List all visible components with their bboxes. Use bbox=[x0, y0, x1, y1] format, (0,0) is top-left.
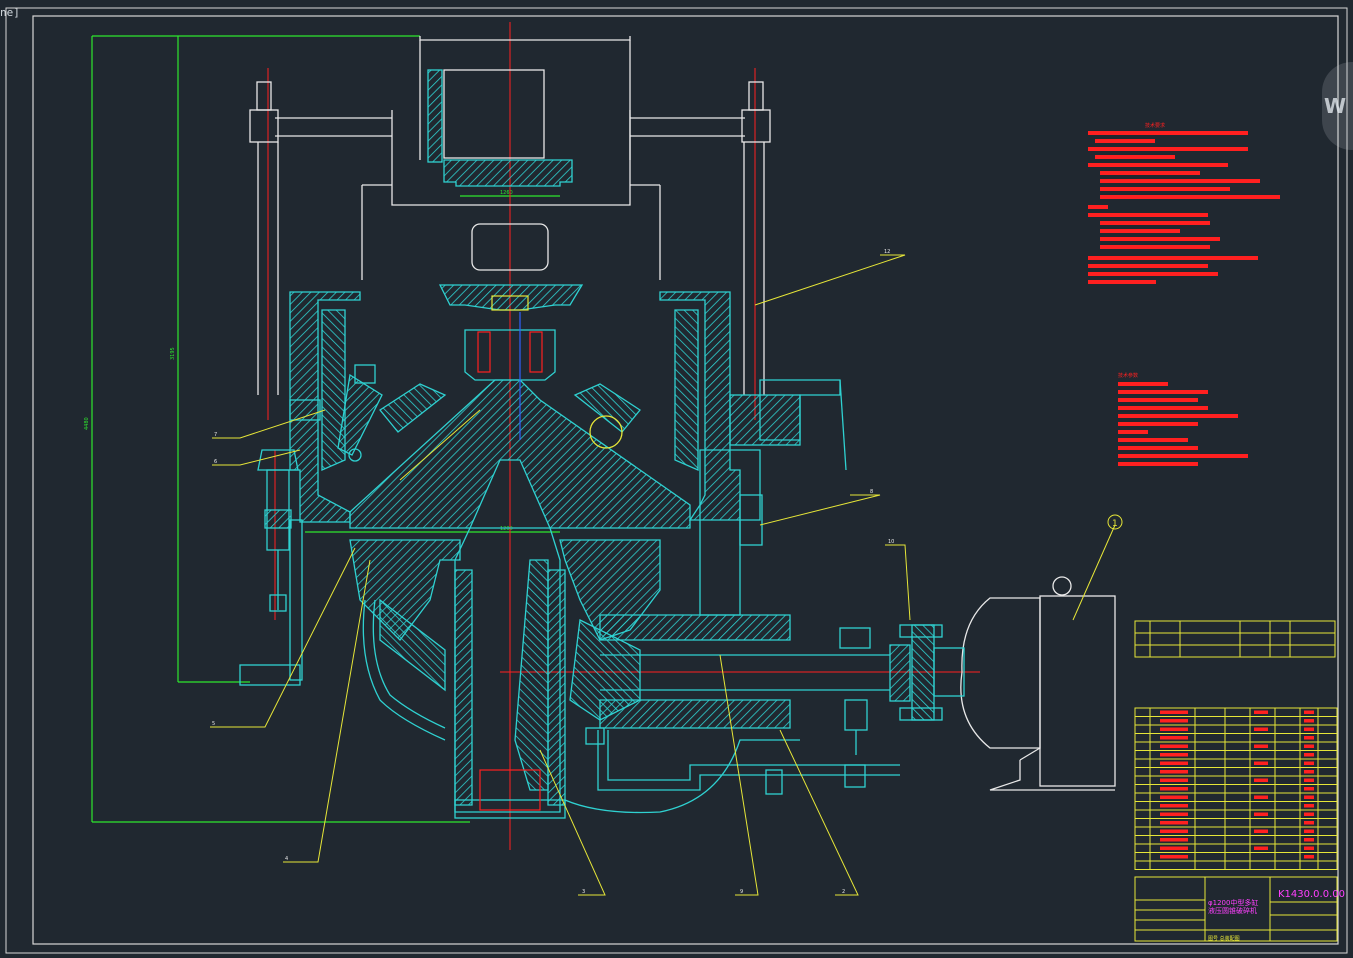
callout-3: 3 bbox=[582, 889, 585, 895]
bom-table bbox=[1134, 707, 1338, 870]
callout-5: 5 bbox=[212, 721, 215, 727]
dim-feed-opening: 1260 bbox=[500, 190, 513, 196]
bom-cell-mark bbox=[1254, 795, 1268, 799]
bom-cell-mark bbox=[1254, 710, 1268, 714]
bom-cell-mark bbox=[1304, 744, 1314, 748]
bom-cell-mark bbox=[1254, 829, 1268, 833]
bom-cell-mark bbox=[1160, 838, 1188, 842]
callout-4: 4 bbox=[285, 856, 288, 862]
window-title-fragment: ne] bbox=[0, 6, 20, 19]
bom-cell-mark bbox=[1160, 829, 1188, 833]
bom-cell-mark bbox=[1304, 804, 1314, 808]
bom-cell-mark bbox=[1304, 770, 1314, 774]
callout-1-balloon: 1 bbox=[1107, 514, 1123, 530]
bom-cell-mark bbox=[1304, 753, 1314, 757]
bom-cell-mark bbox=[1160, 719, 1188, 723]
dim-overall-height: 4480 bbox=[84, 417, 90, 430]
bom-frame bbox=[1134, 707, 1338, 870]
dimension-lines bbox=[91, 35, 560, 823]
callout-1: 1 bbox=[1112, 519, 1118, 529]
callout-7: 7 bbox=[214, 432, 217, 438]
bom-cell-mark bbox=[1160, 778, 1188, 782]
bom-cell-mark bbox=[1304, 812, 1314, 816]
drawing-number: K1430.0.0.00 bbox=[1278, 889, 1345, 900]
bom-cell-mark bbox=[1160, 770, 1188, 774]
bom-cell-mark bbox=[1304, 778, 1314, 782]
bom-cell-mark bbox=[1254, 727, 1268, 731]
bom-cell-mark bbox=[1254, 778, 1268, 782]
specs-header: 技术参数 bbox=[1118, 372, 1138, 379]
callout-6: 6 bbox=[214, 459, 217, 465]
bom-cell-mark bbox=[1304, 787, 1314, 791]
drawing-title-line1: φ1200中型多缸 bbox=[1208, 898, 1258, 907]
bom-cell-mark bbox=[1160, 761, 1188, 765]
callout-12: 12 bbox=[884, 249, 890, 255]
callout-10: 10 bbox=[888, 539, 894, 545]
inner-frame bbox=[32, 15, 1339, 945]
bom-cell-mark bbox=[1304, 829, 1314, 833]
outer-frame bbox=[5, 7, 1348, 954]
bom-cell-mark bbox=[1160, 812, 1188, 816]
technical-parameters: 技术参数 bbox=[1118, 372, 1248, 466]
bom-cell-mark bbox=[1304, 855, 1314, 859]
bom-cell-mark bbox=[1254, 744, 1268, 748]
dim-upper-height: 3195 bbox=[170, 347, 176, 360]
crusher-assembly bbox=[239, 36, 1116, 819]
bom-cell-mark bbox=[1304, 795, 1314, 799]
bom-cell-mark bbox=[1254, 846, 1268, 850]
bom-cell-mark bbox=[1304, 821, 1314, 825]
bom-cell-mark bbox=[1254, 812, 1268, 816]
drawing-title-line2: 液压圆锥破碎机 bbox=[1208, 906, 1257, 915]
bom-cell-mark bbox=[1160, 727, 1188, 731]
watermark-badge: W bbox=[1322, 62, 1353, 150]
bom-cell-mark bbox=[1304, 736, 1314, 740]
bom-cell-mark bbox=[1304, 727, 1314, 731]
bom-cell-mark bbox=[1304, 710, 1314, 714]
bom-cell-mark bbox=[1160, 710, 1188, 714]
bom-cell-mark bbox=[1160, 744, 1188, 748]
callout-8: 8 bbox=[870, 489, 873, 495]
bom-cell-mark bbox=[1304, 719, 1314, 723]
title-block bbox=[1134, 876, 1338, 942]
bom-cell-mark bbox=[1304, 761, 1314, 765]
bom-cell-mark bbox=[1160, 795, 1188, 799]
bom-cell-mark bbox=[1304, 846, 1314, 850]
dim-cone-diameter: 1200 bbox=[500, 526, 513, 532]
drawing-title-small: 图号 总装配图 bbox=[1208, 935, 1240, 942]
revision-table bbox=[1134, 620, 1336, 658]
dimension-texts: 4480 3195 1260 1200 bbox=[84, 190, 513, 532]
bom-cell-mark bbox=[1160, 753, 1188, 757]
bom-fill bbox=[1160, 710, 1314, 859]
bom-cell-mark bbox=[1160, 821, 1188, 825]
bom-cell-mark bbox=[1254, 761, 1268, 765]
bom-cell-mark bbox=[1160, 787, 1188, 791]
bom-cell-mark bbox=[1160, 855, 1188, 859]
callout-2: 2 bbox=[842, 889, 845, 895]
leader-lines bbox=[210, 254, 1116, 896]
technical-notes: 技术要求 bbox=[1088, 122, 1280, 284]
callout-9: 9 bbox=[740, 889, 743, 895]
bom-cell-mark bbox=[1160, 736, 1188, 740]
bom-cell-mark bbox=[1160, 846, 1188, 850]
bom-cell-mark bbox=[1160, 804, 1188, 808]
tech-notes-header: 技术要求 bbox=[1145, 122, 1165, 129]
bom-cell-mark bbox=[1304, 838, 1314, 842]
watermark-letter: W bbox=[1324, 94, 1347, 118]
